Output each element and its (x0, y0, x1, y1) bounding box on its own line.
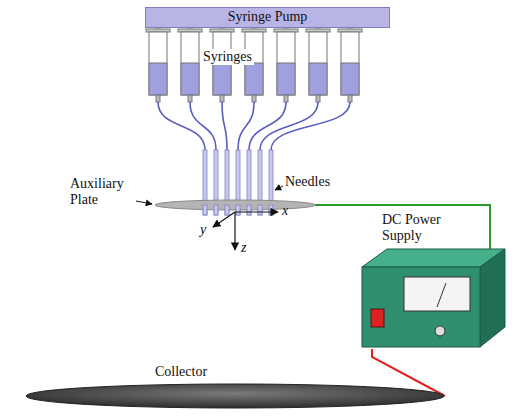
syringe (269, 24, 362, 215)
syringes-label: Syringes (201, 49, 254, 65)
green-wire (315, 205, 490, 252)
syringe (258, 24, 330, 215)
needles-label: Needles (285, 174, 330, 190)
node-label: DC Power Supply (382, 212, 458, 244)
axis-label: y (200, 222, 206, 238)
syringe-pump-bar: Syringe Pump (145, 7, 390, 28)
axis-label: z (241, 240, 246, 256)
power-supply-box: DC Power Supply (360, 212, 508, 349)
syringe-group (146, 24, 362, 215)
collector-plate: Collector (25, 364, 445, 409)
collector-drawing (25, 364, 445, 409)
node-label: Syringe Pump (146, 8, 389, 26)
needle-tips (203, 205, 273, 215)
node-label: Collector (25, 364, 445, 380)
auxiliary-plate (155, 200, 315, 210)
plate-leader (136, 201, 152, 204)
syringe (146, 24, 207, 215)
plate-label: Auxiliary Plate (70, 176, 134, 208)
needles-leader (275, 186, 283, 190)
axis-label: x (282, 203, 288, 219)
